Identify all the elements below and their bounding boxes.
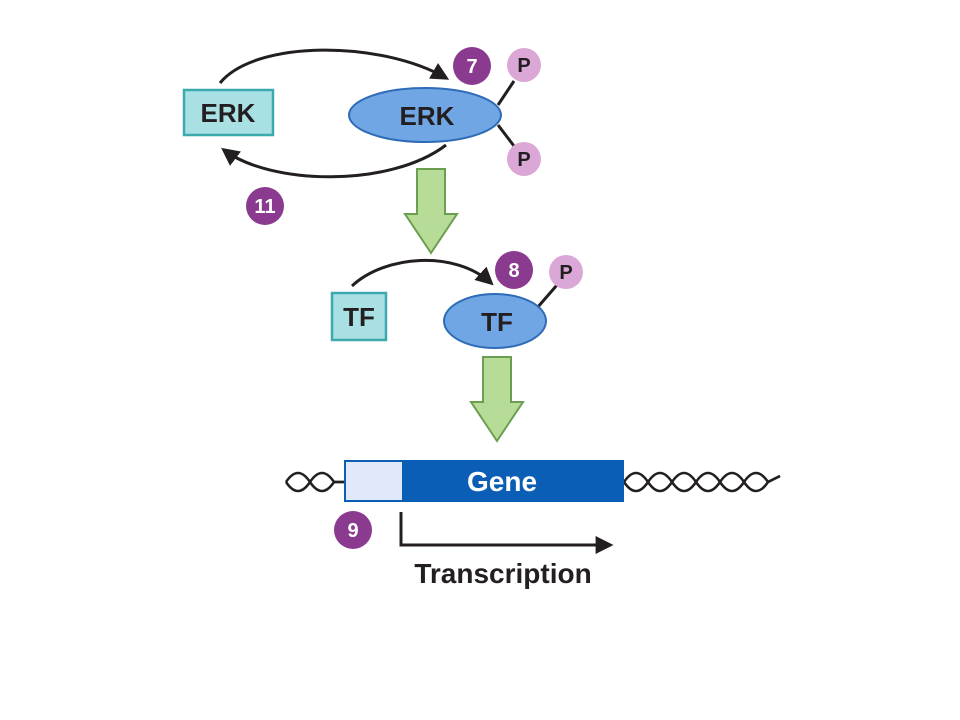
promoter-region [346, 462, 402, 500]
signal-down-arrow-2 [469, 356, 525, 443]
step-badge-11: 11 [246, 187, 284, 225]
erk-phosphate-bond-top [496, 80, 516, 106]
svg-text:7: 7 [466, 56, 477, 78]
dna-strand-right [622, 471, 781, 493]
erk-inactive-label: ERK [201, 98, 256, 128]
svg-text:9: 9 [347, 520, 358, 542]
gene-label: Gene [467, 466, 537, 497]
tf-activation-arrow [350, 258, 494, 288]
erk-phosphate-top: P [507, 48, 541, 82]
svg-text:11: 11 [254, 196, 275, 218]
tf-inactive-box: TF [330, 291, 388, 342]
erk-active-label: ERK [400, 101, 455, 131]
erk-inactivation-arrow [221, 143, 447, 179]
tf-phosphate: P [549, 255, 583, 289]
step-badge-7: 7 [453, 47, 491, 85]
phosphate-label: P [517, 55, 530, 77]
erk-phosphate-bond-bottom [496, 124, 516, 147]
transcription-label: Transcription [414, 558, 591, 589]
tf-phosphate-bond [535, 284, 559, 309]
phosphate-label: P [517, 149, 530, 171]
tf-inactive-label: TF [343, 302, 375, 332]
dna-strand-left [284, 471, 344, 493]
erk-phosphate-bottom: P [507, 142, 541, 176]
signal-down-arrow-1 [403, 168, 459, 255]
step-badge-8: 8 [495, 251, 533, 289]
erk-activation-arrow [218, 48, 450, 84]
phosphate-label: P [559, 262, 572, 284]
svg-text:8: 8 [508, 260, 519, 282]
transcription-arrow [399, 512, 614, 554]
tf-active-ellipse: TF [443, 293, 547, 349]
erk-inactive-box: ERK [182, 88, 275, 137]
tf-active-label: TF [481, 307, 513, 337]
gene-bar: Gene [344, 460, 624, 502]
step-badge-9: 9 [334, 511, 372, 549]
erk-active-ellipse: ERK [348, 87, 502, 143]
